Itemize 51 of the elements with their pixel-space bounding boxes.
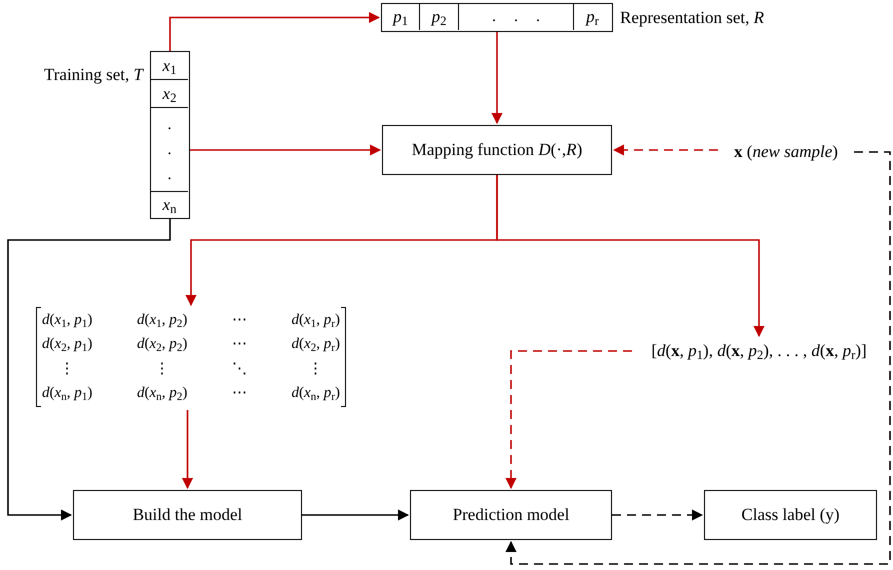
matrix-entry: ⋯: [232, 337, 247, 352]
node-label: [d(x, p$_{1}$), d(x, p$_{2}$), . . . , d(x, p$_{r}$)]: [651, 340, 867, 364]
cell-label: p$_{r}$: [586, 6, 599, 30]
matrix-entry: d(x$_{2}$, p$_{2}$): [136, 337, 188, 352]
matrix-entry: d(x$_{2}$, p$_{r}$): [291, 337, 340, 352]
arrow: [612, 144, 718, 156]
matrix-entry: d(x$_{1}$, p$_{2}$): [136, 312, 188, 328]
node-label: Class label (y): [741, 504, 840, 526]
set-heading: Training set, T: [44, 64, 143, 86]
arrow: [302, 509, 410, 521]
arrow: [505, 350, 632, 490]
arrow: [612, 509, 704, 521]
arrow: [496, 175, 765, 338]
arrow: [7, 219, 171, 521]
matrix-entry: d(x$_{2}$, p$_{1}$): [42, 337, 92, 352]
set-heading: Representation set, R: [620, 7, 764, 29]
arrow: [182, 410, 194, 490]
cell-label: x$_{n}$: [162, 194, 176, 218]
ellipsis-dot: .: [168, 116, 172, 132]
ellipsis-dot: .: [536, 9, 540, 25]
arrow: [505, 151, 891, 565]
process-box: [382, 125, 612, 175]
node-label: Prediction model: [452, 504, 570, 526]
matrix-entry: ⋱: [232, 362, 247, 377]
arrow: [190, 144, 382, 156]
matrix-entry: d(x$_{n}$, p$_{r}$): [291, 386, 340, 402]
cell-label: x$_{1}$: [162, 54, 176, 78]
matrix-entry: ⋮: [154, 362, 171, 377]
matrix-entry: d(x$_{n}$, p$_{1}$): [42, 386, 92, 402]
matrix-entry: d(x$_{n}$, p$_{2}$): [136, 386, 188, 402]
ellipsis-dot: .: [514, 9, 518, 25]
node-label: x (new sample): [734, 141, 838, 164]
node-label: Mapping function D(·,R): [412, 139, 582, 162]
arrow: [491, 32, 503, 124]
matrix-entry: ⋯: [232, 386, 247, 402]
process-box: [410, 490, 612, 540]
matrix-entry: d(x$_{1}$, p$_{1}$): [42, 312, 92, 328]
arrow: [169, 12, 380, 51]
cell-label: p$_{1}$: [393, 6, 408, 30]
matrix-entry: ⋮: [307, 362, 324, 377]
node-label: Build the model: [132, 504, 242, 526]
matrix-entry: ⋯: [232, 312, 247, 328]
ellipsis-dot: .: [168, 142, 172, 158]
matrix-entry: ⋮: [58, 362, 76, 377]
ellipsis-dot: .: [492, 9, 496, 25]
ellipsis-dot: .: [168, 166, 172, 182]
process-box: [704, 490, 877, 540]
cell-label: x$_{2}$: [162, 82, 176, 106]
matrix-entry: d(x$_{1}$, p$_{r}$): [291, 312, 340, 328]
cell-label: p$_{2}$: [432, 6, 446, 30]
process-box: [73, 490, 302, 540]
